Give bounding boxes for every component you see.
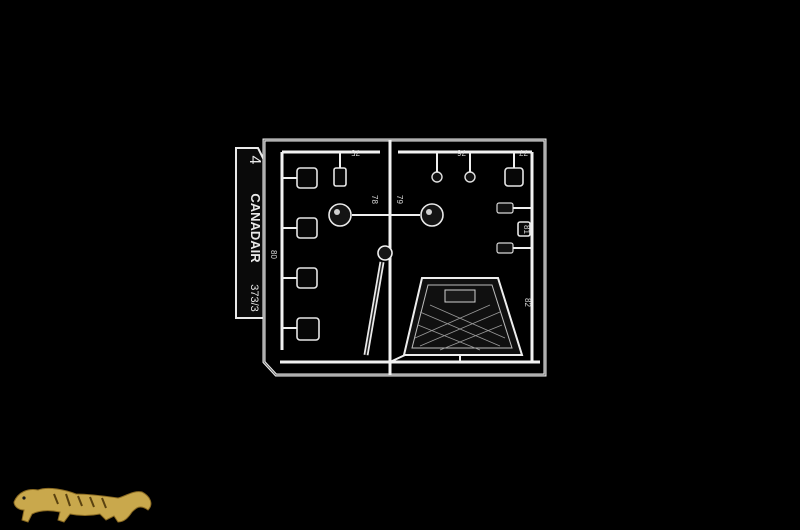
sprue-brand: CANADAIR <box>248 193 263 263</box>
part-number: 77 <box>519 148 528 157</box>
canopy-frame-detail <box>444 289 476 303</box>
part-square <box>296 317 320 341</box>
tiger-icon <box>13 487 152 523</box>
part-number: 79 <box>395 195 404 204</box>
part-number: 75 <box>351 148 360 157</box>
part-lens <box>420 203 444 227</box>
sprue-letter: 4 <box>246 156 263 165</box>
part-knob <box>377 245 393 261</box>
part-disc <box>431 171 443 183</box>
right-parts <box>431 152 532 254</box>
part-square <box>296 167 318 189</box>
part-number: 80 <box>269 250 278 259</box>
part-square <box>296 217 318 239</box>
part-number: 76 <box>457 148 466 157</box>
part-number: 78 <box>370 195 379 204</box>
part-square <box>504 167 524 187</box>
left-parts <box>282 152 347 341</box>
center-parts <box>328 203 444 356</box>
part-number-tags: 75 76 77 78 79 80 81 82 <box>269 148 532 307</box>
sprue-code: 373/3 <box>248 284 260 312</box>
canopy-part <box>389 277 524 363</box>
part-lens <box>328 203 352 227</box>
part-number: 82 <box>523 298 532 307</box>
part-square <box>296 267 318 289</box>
part-small <box>517 221 531 237</box>
part-disc <box>464 171 476 183</box>
part-small <box>333 167 347 187</box>
sprue-tag: 4 CANADAIR 373/3 <box>235 147 265 319</box>
part-tab <box>496 242 514 254</box>
part-tab <box>496 202 514 214</box>
part-number: 81 <box>522 225 531 234</box>
